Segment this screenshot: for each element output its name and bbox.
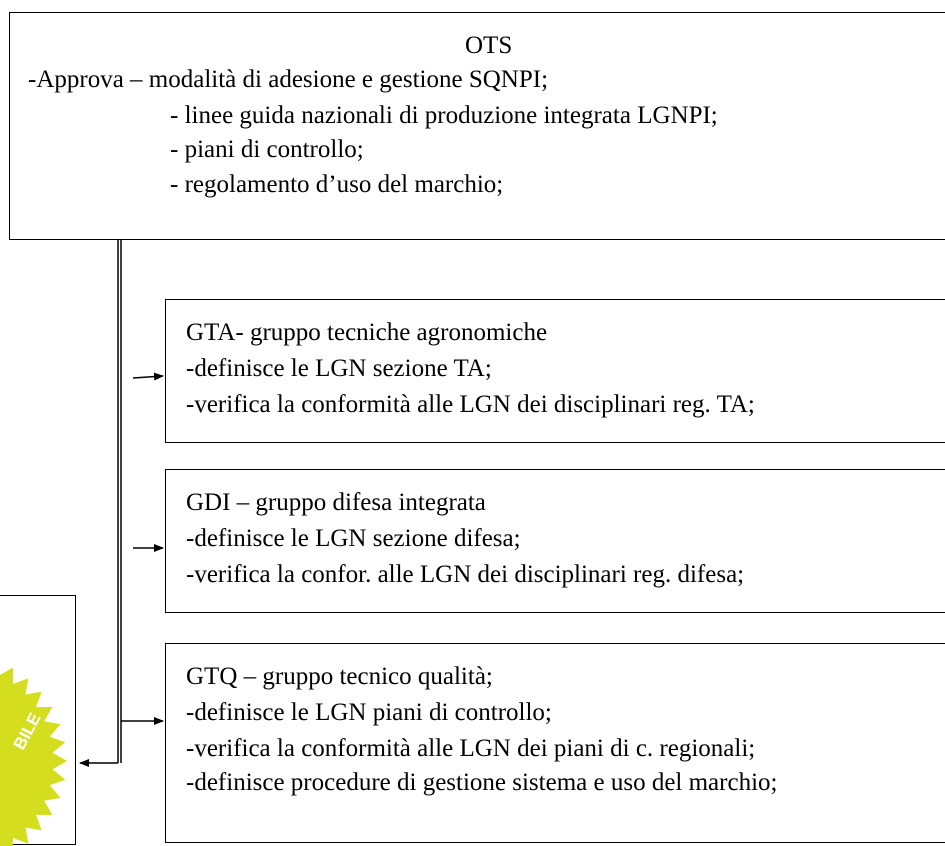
ots-line-piani: - piani di controllo; [170, 136, 364, 163]
gdi-box: GDI – gruppo difesa integrata -definisce… [165, 469, 945, 613]
ots-line-regolamento: - regolamento d’uso del marchio; [170, 171, 504, 198]
gdi-line-definisce: -definisce le LGN sezione difesa; [186, 525, 521, 552]
gta-line-verifica: -verifica la conformità alle LGN dei dis… [186, 391, 755, 418]
gtq-line-verifica: -verifica la conformità alle LGN dei pia… [186, 735, 756, 762]
starburst-badge-icon: BILE [0, 667, 67, 846]
arrow-to-gta [132, 372, 164, 381]
gtq-line-procedure: -definisce procedure di gestione sistema… [186, 769, 778, 796]
gtq-title: GTQ – gruppo tecnico qualità; [186, 663, 493, 690]
gdi-title: GDI – gruppo difesa integrata [186, 489, 486, 516]
badge-box: BILE [0, 595, 76, 846]
ots-line-lgnpi: - linee guida nazionali di produzione in… [170, 102, 718, 129]
ots-line-approva: -Approva – modalità di adesione e gestio… [28, 66, 549, 93]
gtq-line-definisce: -definisce le LGN piani di controllo; [186, 699, 552, 726]
ots-box: OTS -Approva – modalità di adesione e ge… [9, 12, 945, 240]
ots-title: OTS [465, 32, 513, 59]
gta-line-definisce: -definisce le LGN sezione TA; [186, 355, 492, 382]
gtq-box: GTQ – gruppo tecnico qualità; -definisce… [165, 643, 945, 843]
gta-title: GTA- gruppo tecniche agronomiche [186, 319, 548, 346]
gdi-line-verifica: -verifica la confor. alle LGN dei discip… [186, 561, 745, 588]
gta-box: GTA- gruppo tecniche agronomiche -defini… [165, 299, 945, 443]
